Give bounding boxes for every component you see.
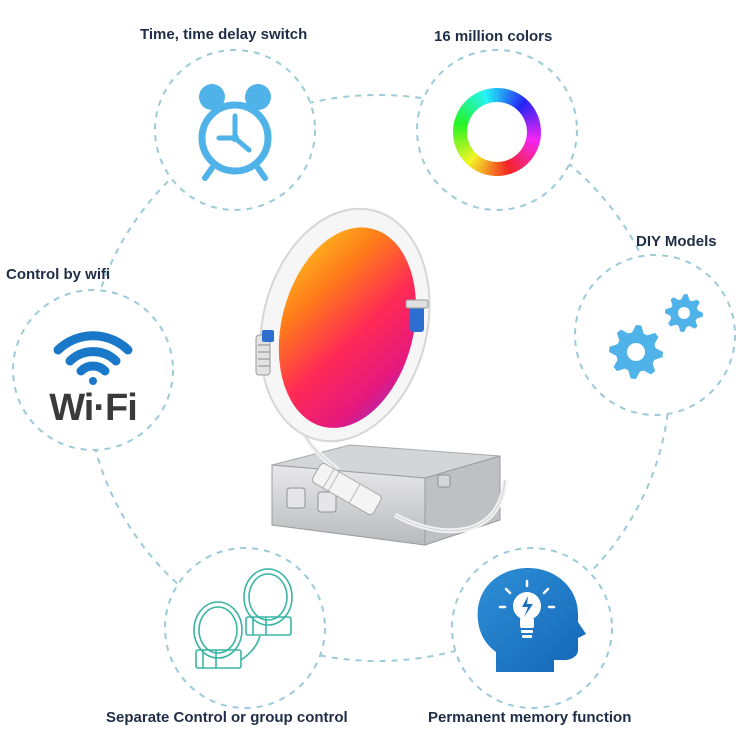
feature-label-diy: DIY Models <box>636 233 717 250</box>
downlight-panel <box>255 207 431 443</box>
head-bulb-icon <box>477 568 586 672</box>
feature-circle-colors <box>416 49 578 211</box>
spring-clip-left <box>255 330 274 376</box>
wifi-logo-text: Wi·Fi <box>49 387 137 429</box>
feature-label-colors: 16 million colors <box>434 28 553 45</box>
spring-clip-right <box>405 299 429 332</box>
feature-label-memory: Permanent memory function <box>428 709 632 726</box>
connector-cable <box>299 417 508 534</box>
gears-icon <box>609 294 703 379</box>
feature-label-timer: Time, time delay switch <box>140 26 308 43</box>
feature-label-group: Separate Control or group control <box>106 709 348 726</box>
wifi-icon <box>53 331 133 385</box>
feature-circle-group <box>164 547 326 709</box>
feature-label-wifi: Control by wifi <box>6 266 111 283</box>
rgb-ring-icon <box>453 88 541 176</box>
downlights-icon <box>193 568 293 669</box>
alarm-clock-icon <box>198 84 272 181</box>
